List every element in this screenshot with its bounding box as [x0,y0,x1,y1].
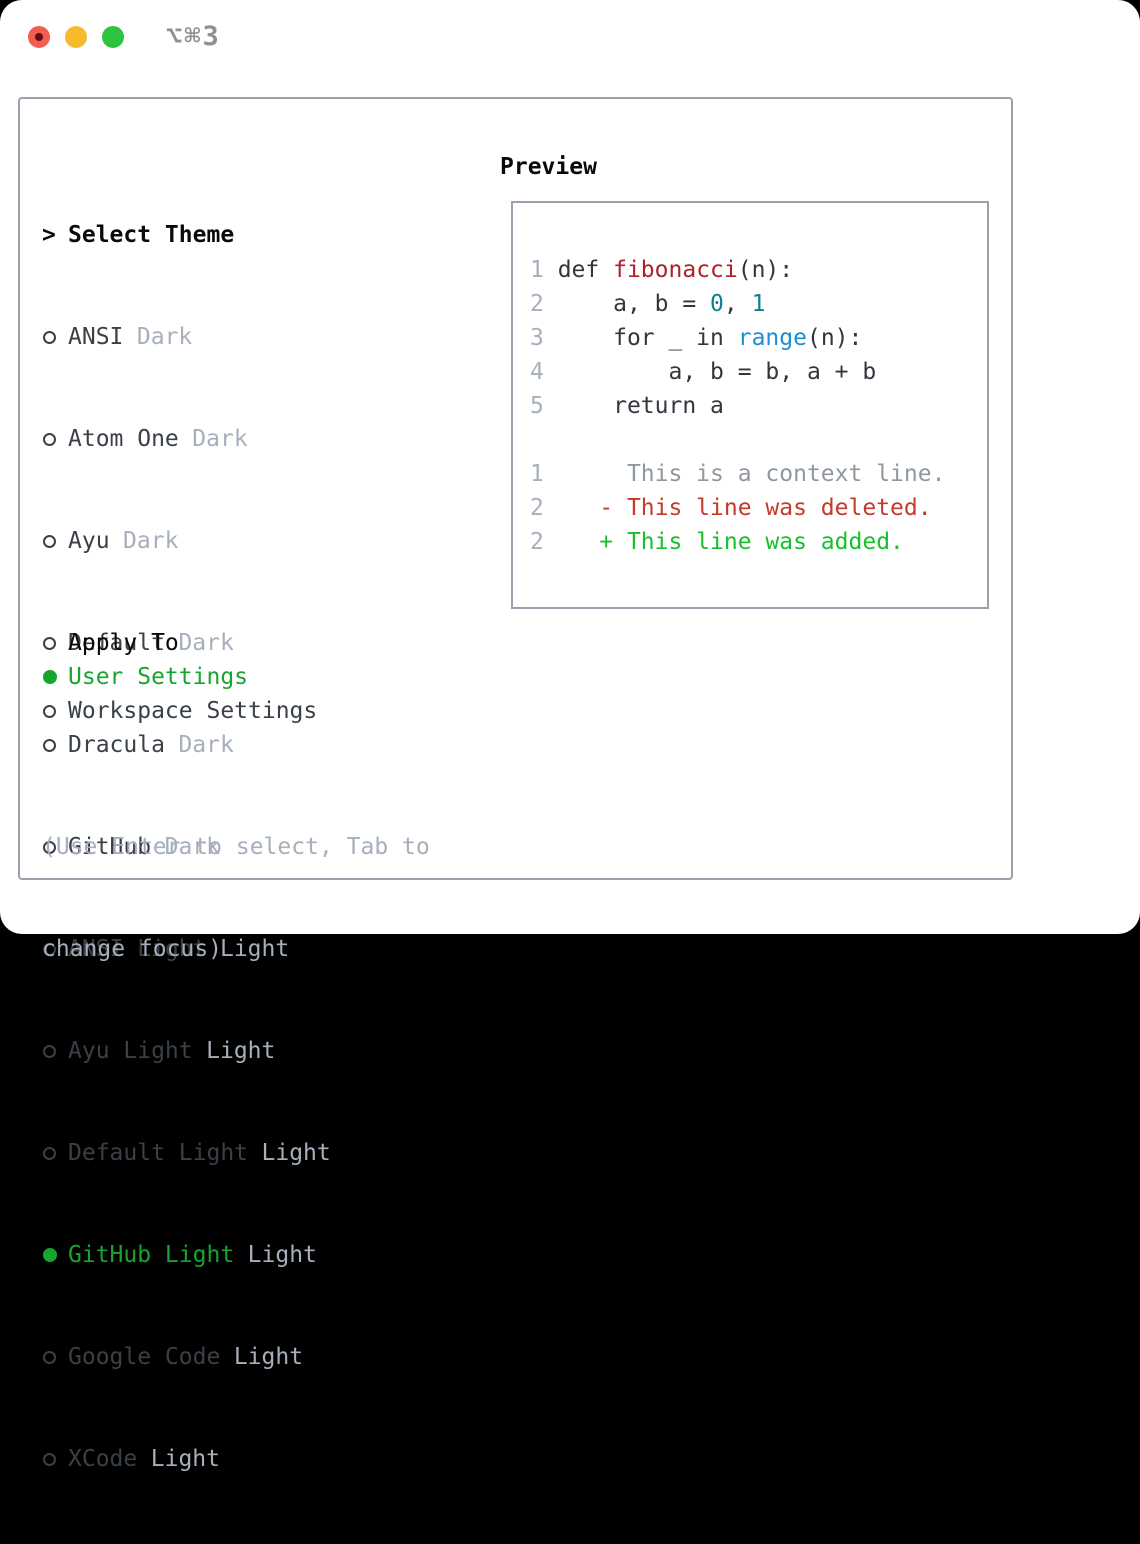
theme-list-header: > Select Theme [42,218,331,252]
variant-badge: Light [247,1242,317,1268]
theme-option-github-light[interactable]: GitHub Light Light [42,1238,331,1272]
diff-added-line: 2 + This line was added. [530,529,904,555]
apply-to-section: Apply To User Settings Workspace Setting… [42,626,317,728]
diff-deleted-line: 2 - This line was deleted. [530,495,932,521]
preview-pane: 1 def fibonacci(n): 2 a, b = 0, 1 3 for … [511,201,989,609]
cursor-icon: > [42,222,56,248]
variant-badge: Dark [178,630,234,656]
theme-option-google-code-light[interactable]: Google Code Light [42,1340,331,1374]
apply-option-workspace-settings[interactable]: Workspace Settings [42,694,317,728]
code-line: 2 a, b = 0, 1 [530,291,766,317]
radio-icon [43,636,56,650]
radio-icon [43,1452,56,1466]
radio-icon [43,738,56,752]
theme-option-github-dark[interactable]: GitHub Dark [42,830,331,864]
apply-to-title: Apply To [68,630,179,656]
radio-icon [43,534,56,548]
minimize-button[interactable] [65,26,87,48]
theme-list-title: Select Theme [68,222,235,248]
theme-option-default-light[interactable]: Default Light Light [42,1136,331,1170]
preview-title: Preview [500,154,597,180]
variant-badge: Dark [123,528,179,554]
radio-icon [43,1044,56,1058]
apply-option-user-settings[interactable]: User Settings [42,660,317,694]
zoom-button[interactable] [102,26,124,48]
code-line: 4 a, b = b, a + b [530,359,877,385]
titlebar: ⌥⌘3 [0,0,1140,74]
variant-badge: Light [261,1140,331,1166]
window-title: ⌥⌘3 [166,21,221,52]
theme-option-ayu-dark[interactable]: Ayu Dark [42,524,331,558]
blank-line [530,423,987,457]
theme-option-default-dark[interactable]: Default Dark [42,626,331,660]
radio-selected-icon [43,1248,57,1262]
variant-badge: Dark [136,324,193,350]
radio-icon [43,1146,56,1160]
help-line-1: (Use Enter to select, Tab to [42,834,430,860]
radio-icon [43,704,56,718]
variant-badge: Light [150,1446,220,1472]
radio-icon [43,1350,56,1364]
app-window: ⌥⌘3 > Select Theme ANSI Dark Atom One Da… [0,0,1140,1472]
help-text: (Use Enter to select, Tab to change focu… [42,762,430,1034]
variant-badge: Light [206,1038,276,1064]
variant-badge: Light [233,1344,304,1370]
code-line: 5 return a [530,393,724,419]
variant-badge: Dark [164,834,220,860]
theme-option-dracula-dark[interactable]: Dracula Dark [42,728,331,762]
code-line: 3 for _ in range(n): [530,325,863,351]
help-line-2: change focus) [42,936,223,962]
code-line: 1 def fibonacci(n): [530,257,794,283]
diff-context-line: 1 This is a context line. [530,461,946,487]
theme-picker-panel: > Select Theme ANSI Dark Atom One Dark A… [18,97,1013,1472]
variant-badge: Dark [178,732,234,758]
theme-option-xcode-light[interactable]: XCode Light [42,1442,331,1476]
radio-icon [43,432,56,446]
radio-icon [43,330,56,344]
radio-selected-icon [43,670,57,684]
theme-option-atom-one-dark[interactable]: Atom One Dark [42,422,331,456]
theme-option-ansi-dark[interactable]: ANSI Dark [42,320,331,354]
close-button[interactable] [28,26,50,48]
theme-option-ayu-light[interactable]: Ayu Light Light [42,1034,331,1068]
radio-icon [43,840,56,854]
variant-badge: Dark [192,426,248,452]
